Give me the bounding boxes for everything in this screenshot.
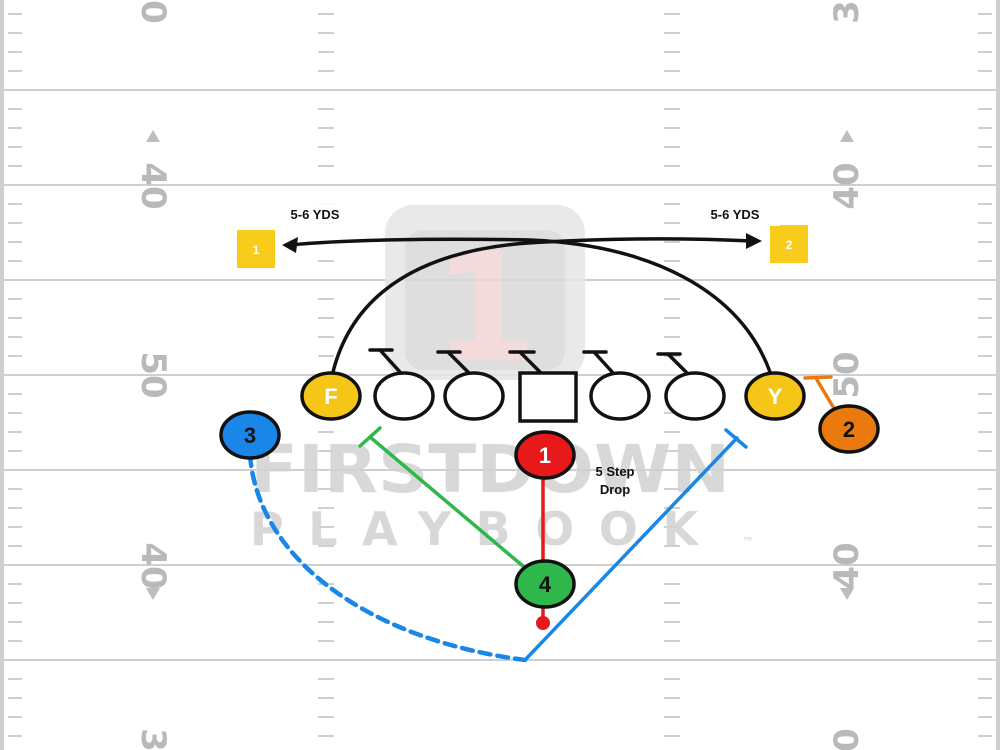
player-2-label: 2 bbox=[843, 417, 855, 442]
watermark-trademark: ™ bbox=[742, 535, 754, 549]
blue-block-tee bbox=[724, 428, 748, 449]
orange-block-tee bbox=[803, 375, 833, 380]
defender-2: 2 bbox=[770, 225, 808, 263]
arrow-down-icon bbox=[146, 588, 160, 600]
arrow-down-icon bbox=[840, 588, 854, 600]
green-block-tee bbox=[358, 426, 382, 448]
player-3-label: 3 bbox=[244, 423, 256, 448]
yard-number: 40 bbox=[133, 162, 173, 209]
defender-1: 1 bbox=[237, 230, 275, 268]
routes bbox=[247, 233, 837, 663]
drop-label-line2: Drop bbox=[600, 482, 630, 497]
blue-block-route bbox=[523, 436, 739, 662]
yard-number: 3 bbox=[827, 0, 867, 24]
right-distance-label: 5-6 YDS bbox=[711, 207, 760, 222]
lineman bbox=[664, 371, 726, 421]
yard-number: 40 bbox=[133, 542, 173, 589]
arrow-up-icon bbox=[840, 130, 854, 142]
lineman bbox=[589, 371, 651, 421]
player-1: 1 bbox=[514, 430, 576, 480]
yard-number: 3 bbox=[133, 728, 173, 750]
player-2: 2 bbox=[818, 404, 880, 454]
green-block-route bbox=[368, 435, 532, 574]
skill-players: F Y 1 3 2 4 bbox=[219, 371, 880, 609]
yard-number: 40 bbox=[827, 162, 867, 209]
back-swing-route bbox=[247, 452, 528, 663]
annotations: 5-6 YDS 5-6 YDS 5 Step Drop bbox=[270, 200, 780, 497]
watermark-brand-line1: FIRSTDOWN bbox=[250, 431, 730, 508]
player-y-label: Y bbox=[768, 384, 783, 409]
arrow-left-icon bbox=[282, 237, 298, 253]
yard-number: 40 bbox=[827, 542, 867, 589]
yard-numbers-left: 0 40 50 40 3 bbox=[133, 0, 173, 750]
drop-point bbox=[536, 616, 550, 630]
left-distance-label: 5-6 YDS bbox=[291, 207, 340, 222]
yard-number: 50 bbox=[133, 351, 173, 398]
player-3: 3 bbox=[219, 410, 281, 460]
yard-arrows bbox=[146, 130, 854, 600]
yard-number: 0 bbox=[133, 0, 173, 24]
player-y: Y bbox=[744, 371, 806, 421]
yard-number: 0 bbox=[827, 728, 867, 750]
arrow-up-icon bbox=[146, 130, 160, 142]
center bbox=[518, 371, 578, 423]
player-4: 4 bbox=[514, 559, 576, 609]
yard-number: 50 bbox=[827, 351, 867, 398]
line-blocks bbox=[368, 348, 690, 376]
orange-block-route bbox=[815, 378, 837, 412]
drop-label-line1: 5 Step bbox=[595, 464, 634, 479]
yard-numbers-right: 3 40 50 40 0 bbox=[827, 0, 867, 750]
offensive-line bbox=[373, 371, 726, 423]
f-route bbox=[331, 237, 754, 374]
arrow-right-icon bbox=[746, 233, 762, 249]
lineman bbox=[443, 371, 505, 421]
lineman bbox=[373, 371, 435, 421]
defender-1-label: 1 bbox=[253, 243, 260, 257]
y-route bbox=[288, 237, 772, 374]
defender-2-label: 2 bbox=[786, 238, 793, 252]
player-1-label: 1 bbox=[539, 443, 551, 468]
player-4-label: 4 bbox=[539, 572, 552, 597]
watermark-brand-line2: PLAYBOOK bbox=[250, 502, 730, 556]
player-f: F bbox=[300, 371, 362, 421]
watermark-logo-number: 1 bbox=[433, 222, 537, 396]
player-f-label: F bbox=[324, 384, 337, 409]
watermark: 1 FIRSTDOWN PLAYBOOK ™ bbox=[250, 205, 754, 556]
